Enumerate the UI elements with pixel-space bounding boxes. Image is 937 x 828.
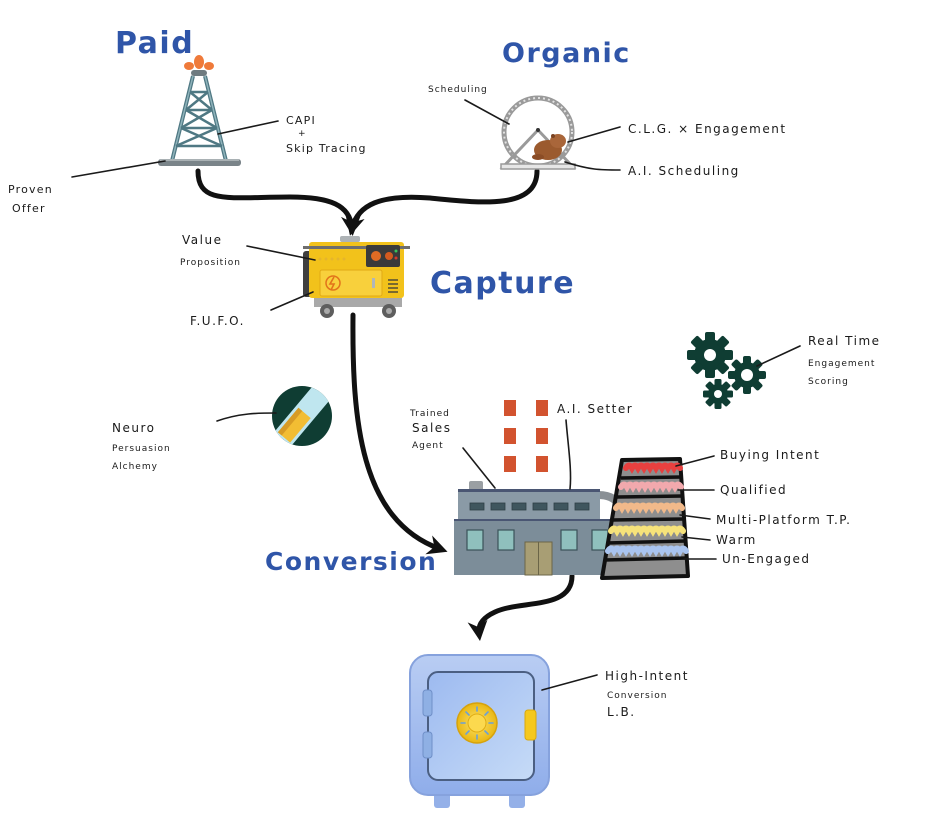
leader-vault — [541, 674, 598, 691]
arrow-capture-to-conversion — [350, 312, 448, 555]
stage-label-conversion: Conversion — [265, 547, 437, 576]
label-scoring: Scoring — [808, 377, 849, 387]
leader-fufo — [270, 291, 314, 311]
leader-neuro — [216, 412, 277, 422]
oil-derrick-icon — [158, 55, 241, 166]
label-value: Value — [182, 233, 222, 247]
stage-label-organic: Organic — [502, 38, 631, 69]
tower-tier-label: Un-Engaged — [722, 552, 811, 566]
label-proposition: Proposition — [180, 258, 241, 268]
label-ai-scheduling: A.I. Scheduling — [628, 164, 740, 178]
label-high-intent: High-Intent — [605, 669, 689, 683]
tower-tier-fill — [623, 462, 683, 474]
tower-tier-fill — [608, 525, 686, 537]
label-skip-tracing: Skip Tracing — [286, 142, 367, 155]
label-neuro: Neuro — [112, 421, 155, 435]
label-engagement: Engagement — [808, 359, 875, 369]
label-proven: Proven — [8, 183, 53, 196]
leader-tower-tier — [681, 536, 711, 541]
label-ai-setter: A.I. Setter — [557, 402, 633, 416]
arrow-organic-to-capture — [345, 168, 540, 236]
leader-clg — [567, 126, 621, 143]
label-persuasion: Persuasion — [112, 444, 171, 454]
intent-tower — [600, 457, 690, 580]
stage-label-capture: Capture — [430, 266, 575, 301]
label-sales: Sales — [412, 421, 451, 435]
label-agent: Agent — [412, 441, 444, 451]
arrow-conversion-to-vault — [467, 573, 575, 641]
stage-label-paid: Paid — [115, 26, 194, 61]
leader-ai-setter — [565, 419, 572, 490]
label-lb: L.B. — [607, 705, 636, 719]
tower-tier-label: Buying Intent — [720, 448, 820, 462]
leader-tower-tier — [675, 455, 715, 467]
leader-proven-offer — [71, 160, 166, 178]
label-trained: Trained — [409, 409, 450, 419]
leader-capi — [217, 120, 279, 135]
potion-icon — [272, 386, 332, 446]
leader-scoring — [756, 345, 801, 367]
label-scheduling: Scheduling — [428, 85, 488, 95]
tower-tier-label: Qualified — [720, 483, 787, 497]
label-capi: CAPI — [286, 114, 316, 127]
label-conversion-vault: Conversion — [607, 691, 667, 701]
flow-arrows — [195, 168, 575, 641]
generator-icon — [303, 236, 410, 318]
leader-trained-sales-agent — [462, 447, 496, 489]
tower-tier-label: Warm — [716, 533, 757, 547]
leader-value-proposition — [246, 245, 316, 261]
label-offer: Offer — [12, 202, 46, 215]
arrow-paid-to-capture — [195, 168, 361, 236]
label-capi-plus: + — [298, 129, 307, 139]
gears-icon — [687, 332, 766, 409]
leader-tower-tier — [679, 514, 711, 520]
label-alchemy: Alchemy — [112, 462, 158, 472]
label-real-time: Real Time — [808, 334, 881, 348]
safe-icon — [409, 654, 550, 808]
tower-tier-fill — [618, 481, 684, 493]
factory-icon — [454, 400, 626, 576]
tower-tier-label: Multi-Platform T.P. — [716, 513, 852, 527]
leader-ai-scheduling — [564, 161, 621, 171]
label-fufo: F.U.F.O. — [190, 314, 245, 328]
label-clg-engagement: C.L.G. × Engagement — [628, 122, 787, 136]
leader-scheduling — [464, 99, 510, 125]
hamster-wheel-icon — [499, 95, 577, 170]
tower-tier-fill — [613, 502, 685, 514]
tower-tier-fill — [605, 545, 689, 557]
